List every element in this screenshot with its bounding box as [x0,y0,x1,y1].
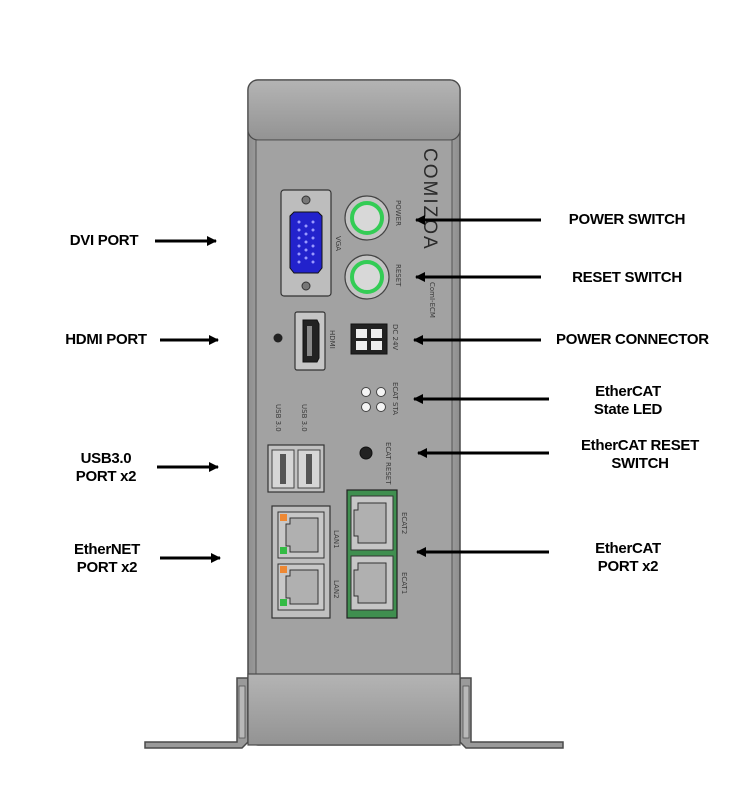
brand-logo: COMIZOA [419,148,440,251]
usb-ports: USB 3.0 USB 3.0 [267,404,325,493]
power-connector: DC 24V [350,323,399,355]
label-ethercat-reset-switch: EtherCAT RESET SWITCH [580,437,700,472]
ethernet-ports: LAN1 LAN2 [271,505,340,619]
lan2-mark: LAN2 [332,580,340,599]
ethercat-state-leds: ECAT STA [361,382,399,415]
label-ethercat-state-led: EtherCAT State LED [593,383,663,418]
reset-switch: RESET [344,254,402,300]
reset-mark: RESET [394,264,402,287]
ethercat-reset-switch: ECAT RESET [359,442,392,485]
indicator-hole [273,333,283,343]
power-mark: POWER [394,200,402,226]
dc-in-mark: DC 24V [391,324,399,350]
label-hdmi-port: HDMI PORT [65,331,147,348]
power-switch: POWER [344,195,402,241]
vga-connector: VGA [280,189,342,297]
model-label: ComI-ECM [428,282,436,318]
label-ethercat-port: EtherCAT PORT x2 [595,540,661,575]
ecat2-mark: ECAT2 [400,512,408,534]
label-power-switch: POWER SWITCH [568,211,686,228]
label-dvi-port: DVI PORT [69,232,139,249]
ecat1-mark: ECAT1 [400,572,408,594]
label-usb-port: USB3.0 PORT x2 [75,450,137,485]
right-mount-foot [459,677,564,749]
label-ethernet-port: EtherNET PORT x2 [74,541,140,576]
label-reset-switch: RESET SWITCH [572,269,682,286]
ecat-reset-mark: ECAT RESET [384,442,392,485]
label-power-connector: POWER CONNECTOR [556,331,709,348]
hdmi-mark: HDMI [328,330,336,349]
ecat-state-mark: ECAT STA [391,382,399,415]
ethercat-ports: ECAT2 ECAT1 [346,489,408,619]
usb1-mark: USB 3.0 [274,404,282,432]
lan1-mark: LAN1 [332,530,340,549]
left-mount-foot [144,677,249,749]
hdmi-connector: HDMI [294,311,336,371]
usb2-mark: USB 3.0 [300,404,308,432]
vga-mark: VGA [334,236,342,251]
